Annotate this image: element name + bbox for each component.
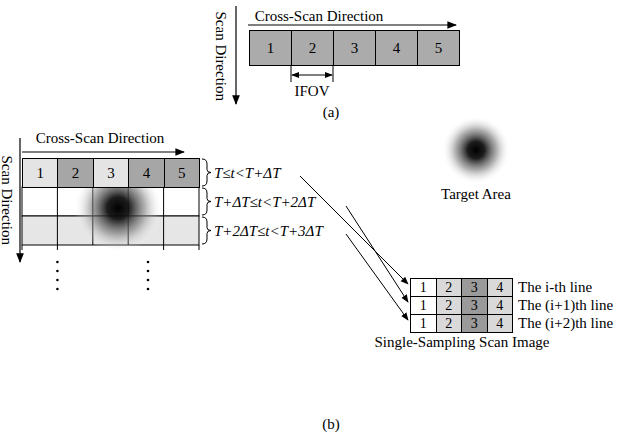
target-label: Target Area bbox=[441, 186, 511, 203]
pixel-cell: 1 bbox=[249, 30, 292, 66]
axis-label: Cross-Scan Direction bbox=[255, 8, 384, 25]
pixel-cell: 1 bbox=[410, 278, 437, 297]
cell-number: 3 bbox=[351, 41, 359, 56]
pixel-cell: 3 bbox=[461, 278, 488, 297]
direction-arrow bbox=[235, 6, 236, 104]
direction-arrow bbox=[22, 151, 184, 152]
pixel-cell: 4 bbox=[128, 158, 164, 188]
target-blob bbox=[442, 116, 510, 184]
panel-label: (a) bbox=[323, 104, 340, 121]
pixel-cell: 2 bbox=[57, 158, 93, 188]
time-label: T+2ΔT≤t<T+3ΔT bbox=[214, 223, 323, 240]
time-brace bbox=[202, 159, 211, 244]
pixel-cell: 4 bbox=[487, 278, 514, 297]
axis-label: Scan Direction bbox=[0, 155, 15, 245]
continuation-dots bbox=[56, 261, 149, 291]
pixel-cell: 5 bbox=[417, 30, 460, 66]
pixel-cell: 2 bbox=[436, 278, 463, 297]
pixel-cell: 2 bbox=[291, 30, 334, 66]
cell-number: 3 bbox=[107, 166, 115, 181]
cell-number: 1 bbox=[420, 317, 427, 331]
cell-number: 5 bbox=[178, 166, 186, 181]
pixel-cell: 2 bbox=[436, 314, 463, 333]
time-label: T≤t<T+ΔT bbox=[214, 165, 280, 182]
cell-number: 1 bbox=[267, 41, 275, 56]
cell-number: 5 bbox=[435, 41, 443, 56]
panel-label: (b) bbox=[322, 416, 340, 433]
cell-number: 4 bbox=[393, 41, 401, 56]
axis-label: Cross-Scan Direction bbox=[36, 130, 165, 147]
time-brace bbox=[202, 159, 211, 186]
cell-number: 1 bbox=[420, 281, 427, 295]
cell-number: 4 bbox=[496, 317, 503, 331]
cell-number: 2 bbox=[309, 41, 317, 56]
dimension-tick bbox=[291, 66, 292, 82]
pixel-cell: 4 bbox=[375, 30, 418, 66]
cell-number: 3 bbox=[471, 281, 478, 295]
cell-number: 3 bbox=[471, 299, 478, 313]
cell-number: 2 bbox=[445, 317, 452, 331]
mapping-arrow bbox=[346, 206, 408, 302]
dimension-tick bbox=[333, 66, 334, 82]
direction-arrow bbox=[248, 24, 456, 25]
pixel-cell: 3 bbox=[333, 30, 376, 66]
direction-arrow bbox=[19, 138, 20, 262]
dimension-arrow bbox=[292, 75, 332, 76]
axis-label: Scan Direction bbox=[213, 11, 230, 101]
pixel-cell: 1 bbox=[410, 314, 437, 333]
pixel-cell: 1 bbox=[22, 158, 58, 188]
pixel-cell: 4 bbox=[487, 296, 514, 315]
pixel-cell: 3 bbox=[461, 314, 488, 333]
cell-number: 1 bbox=[420, 299, 427, 313]
line-label: The (i+2)th line bbox=[518, 315, 613, 332]
line-label: The i-th line bbox=[518, 279, 592, 296]
pixel-cell: 3 bbox=[93, 158, 129, 188]
cell-number: 4 bbox=[496, 299, 503, 313]
pixel-cell: 3 bbox=[461, 296, 488, 315]
pixel-cell: 5 bbox=[164, 158, 200, 188]
cell-number: 1 bbox=[36, 166, 44, 181]
cell-number: 2 bbox=[445, 281, 452, 295]
cell-number: 3 bbox=[471, 317, 478, 331]
cell-number: 4 bbox=[496, 281, 503, 295]
image-caption: Single-Sampling Scan Image bbox=[375, 334, 550, 351]
pixel-cell: 1 bbox=[410, 296, 437, 315]
dimension-label: IFOV bbox=[294, 83, 329, 100]
time-label: T+ΔT≤t<T+2ΔT bbox=[214, 194, 315, 211]
pixel-cell: 2 bbox=[436, 296, 463, 315]
time-brace bbox=[202, 188, 211, 215]
cell-number: 2 bbox=[445, 299, 452, 313]
cell-number: 2 bbox=[72, 166, 80, 181]
time-brace bbox=[202, 217, 211, 244]
pixel-cell: 4 bbox=[487, 314, 514, 333]
cell-number: 4 bbox=[143, 166, 151, 181]
mapping-arrow bbox=[346, 234, 408, 320]
line-label: The (i+1)th line bbox=[518, 297, 613, 314]
